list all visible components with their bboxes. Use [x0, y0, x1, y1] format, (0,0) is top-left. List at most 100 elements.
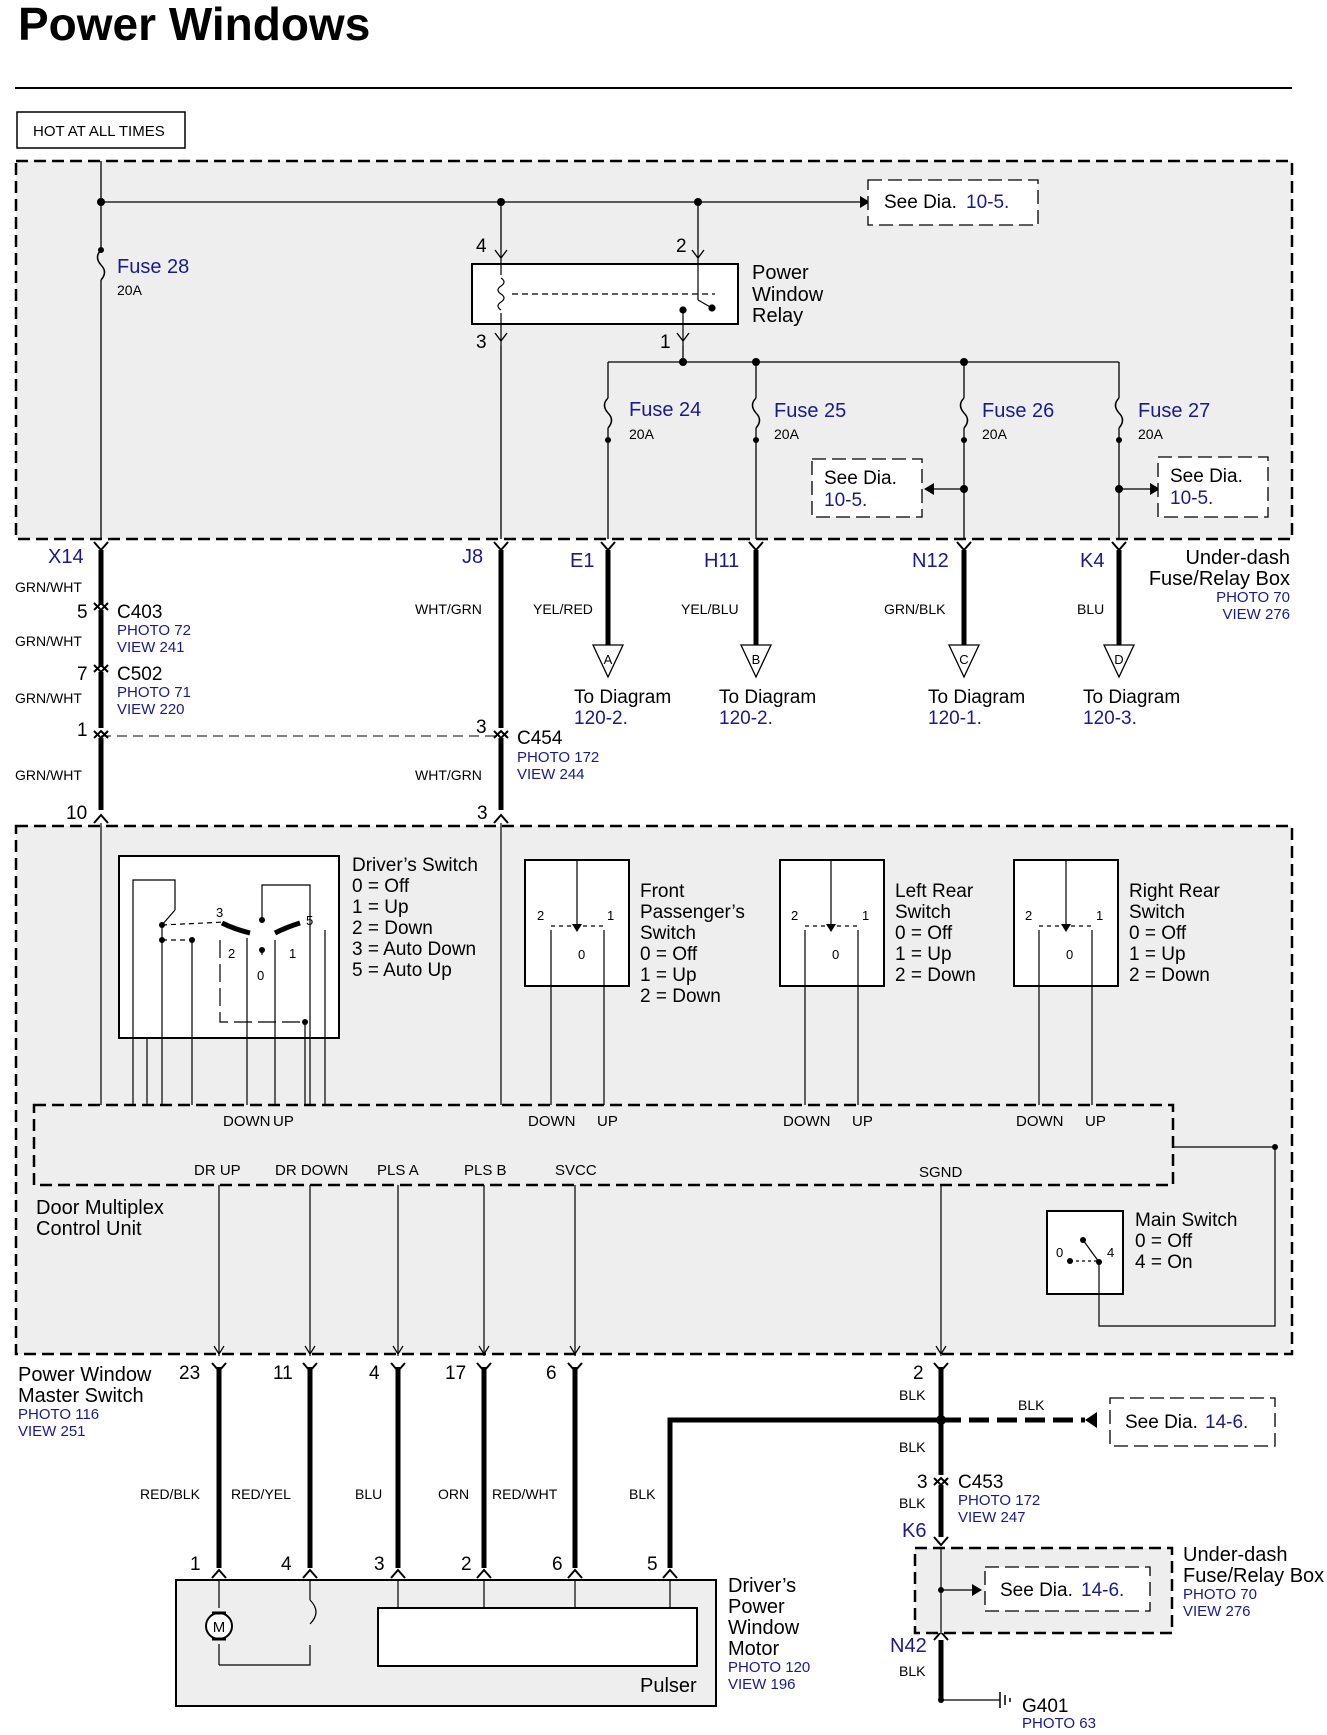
- terminal-n12: N12: [912, 550, 949, 572]
- wire-color-blk-4: BLK: [899, 1495, 926, 1511]
- dest-c-letter: C: [959, 652, 968, 667]
- dest-c-dia[interactable]: 120-1.: [928, 708, 982, 729]
- motor-pin-1: 1: [190, 1554, 201, 1575]
- dmcu-lr-down: DOWN: [783, 1113, 831, 1130]
- wire-color-j8-2: WHT/GRN: [415, 767, 482, 783]
- mid-pin-10: 10: [66, 803, 87, 824]
- motor-internals: [218, 1580, 671, 1666]
- drivers-switch-state-1: 1 = Up: [352, 897, 409, 918]
- hot-label: HOT AT ALL TIMES: [33, 123, 165, 140]
- dmcu-rr-up: UP: [1085, 1113, 1106, 1130]
- fp-switch-state-1: 1 = Up: [640, 965, 697, 986]
- fp-pin-2: 2: [537, 908, 544, 923]
- dmcu-dr-up: DR UP: [194, 1162, 241, 1179]
- wire-color-red-blk: RED/BLK: [140, 1486, 201, 1502]
- relay-pin-markers: [494, 249, 705, 343]
- dest-d-dia[interactable]: 120-3.: [1083, 708, 1137, 729]
- motor-label-1: Driver’s: [728, 1575, 796, 1597]
- relay-label-1: Power: [752, 262, 809, 284]
- mid-pin-3: 3: [477, 803, 488, 824]
- rr-switch-label-1: Right Rear: [1129, 881, 1220, 902]
- dest-b-dia[interactable]: 120-2.: [719, 708, 773, 729]
- see-dia-number-right[interactable]: 10-5.: [1170, 488, 1213, 509]
- fp-switch-arrow: [572, 924, 582, 932]
- c403-view: VIEW 241: [117, 639, 185, 656]
- terminal-j8: J8: [462, 546, 483, 568]
- motor-label-2: Power: [728, 1596, 785, 1618]
- terminal-x14: X14: [48, 546, 84, 568]
- master-pin-17: 17: [445, 1363, 466, 1384]
- ground-lead-dot: [938, 1697, 944, 1703]
- c453-label: C453: [958, 1472, 1003, 1493]
- g401-photo: PHOTO 63: [1022, 1715, 1096, 1732]
- fp-pin-0: 0: [578, 947, 585, 962]
- see-dia-14-6-number-bottom[interactable]: 14-6.: [1081, 1580, 1124, 1601]
- drivers-switch-state-5: 5 = Auto Up: [352, 960, 452, 981]
- arrow-to-dia-10-5-right: [1150, 483, 1160, 495]
- underdash-bottom-label-2: Fuse/Relay Box: [1183, 1565, 1324, 1587]
- dmcu-pls-b: PLS B: [464, 1162, 507, 1179]
- dmcu-feed-wires: [100, 823, 1276, 1327]
- c502-photo: PHOTO 71: [117, 684, 191, 701]
- page-title: Power Windows: [18, 0, 370, 50]
- motor-view: VIEW 196: [728, 1676, 796, 1693]
- terminal-n42: N42: [890, 1635, 927, 1657]
- wire-color-j8-1: WHT/GRN: [415, 601, 482, 617]
- underdash-top-label-1: Under-dash: [1185, 547, 1290, 569]
- rr-switch-state-0: 0 = Off: [1129, 923, 1187, 944]
- c454-pin-left: 1: [77, 720, 88, 741]
- see-dia-14-6-box-bottom[interactable]: [984, 1566, 1151, 1612]
- top-bus-wires: [100, 161, 1150, 539]
- see-dia-14-6-number[interactable]: 14-6.: [1205, 1412, 1248, 1433]
- dmcu-fp-up: UP: [597, 1113, 618, 1130]
- drivers-switch-internals: [132, 879, 326, 1105]
- see-dia-number-left[interactable]: 10-5.: [824, 490, 867, 511]
- main-switch-state-4: 4 = On: [1135, 1252, 1193, 1273]
- underdash-top-label-2: Fuse/Relay Box: [1149, 568, 1290, 590]
- terminal-k4: K4: [1080, 550, 1104, 572]
- master-pin-2: 2: [913, 1363, 924, 1384]
- wire-color-x14-4: GRN/WHT: [15, 767, 82, 783]
- wire-color-h11: YEL/BLU: [681, 601, 739, 617]
- wire-color-k4: BLU: [1077, 601, 1104, 617]
- drivers-switch-dots: [159, 917, 308, 1025]
- wire-color-blk-motor: BLK: [629, 1486, 656, 1502]
- c403-photo: PHOTO 72: [117, 622, 191, 639]
- rr-pin-2: 2: [1025, 908, 1032, 923]
- see-dia-number[interactable]: 10-5.: [966, 192, 1009, 213]
- fuse28-rating: 20A: [117, 282, 143, 298]
- wire-color-blk-3: BLK: [899, 1439, 926, 1455]
- see-dia-10-5-box-left[interactable]: [811, 458, 923, 518]
- dmcu-dr-down: DR DOWN: [275, 1162, 348, 1179]
- fuse26-rating: 20A: [982, 426, 1008, 442]
- see-dia-10-5-box-right[interactable]: [1157, 456, 1269, 518]
- relay-label-3: Relay: [752, 305, 803, 327]
- arrow-to-dia-14-6: [1085, 1412, 1097, 1428]
- wire-color-blk-5: BLK: [899, 1663, 926, 1679]
- dmcu-label-1: Door Multiplex: [36, 1197, 164, 1219]
- dmcu-drv-down: DOWN: [223, 1113, 271, 1130]
- c502-label: C502: [117, 664, 162, 685]
- arrow-to-dia-14-6-bottom: [972, 1584, 982, 1596]
- dest-d-to: To Diagram: [1083, 687, 1180, 708]
- motor-m-letter: M: [213, 1619, 226, 1636]
- underdash-bottom-dot: [938, 1587, 944, 1593]
- fuse26-label: Fuse 26: [982, 400, 1054, 422]
- c454-photo: PHOTO 172: [517, 749, 599, 766]
- dest-a-dia[interactable]: 120-2.: [574, 708, 628, 729]
- dmcu-rr-down: DOWN: [1016, 1113, 1064, 1130]
- see-dia-10-5-box[interactable]: [867, 179, 1039, 226]
- wire-color-red-wht: RED/WHT: [492, 1486, 558, 1502]
- fp-pin-1: 1: [607, 908, 614, 923]
- dmcu-junction-dot: [1272, 1144, 1278, 1150]
- c454-pin-right: 3: [476, 717, 487, 738]
- rr-pin-1: 1: [1096, 908, 1103, 923]
- master-view: VIEW 251: [18, 1423, 86, 1440]
- see-dia-14-6-box[interactable]: [1109, 1397, 1276, 1447]
- relay-pin-1: 1: [660, 332, 671, 353]
- master-label-1: Power Window: [18, 1364, 152, 1386]
- door-multiplex-control-unit: [32, 1103, 1175, 1187]
- lr-switch-arrow: [826, 924, 836, 932]
- see-dia-text: See Dia.: [884, 192, 957, 213]
